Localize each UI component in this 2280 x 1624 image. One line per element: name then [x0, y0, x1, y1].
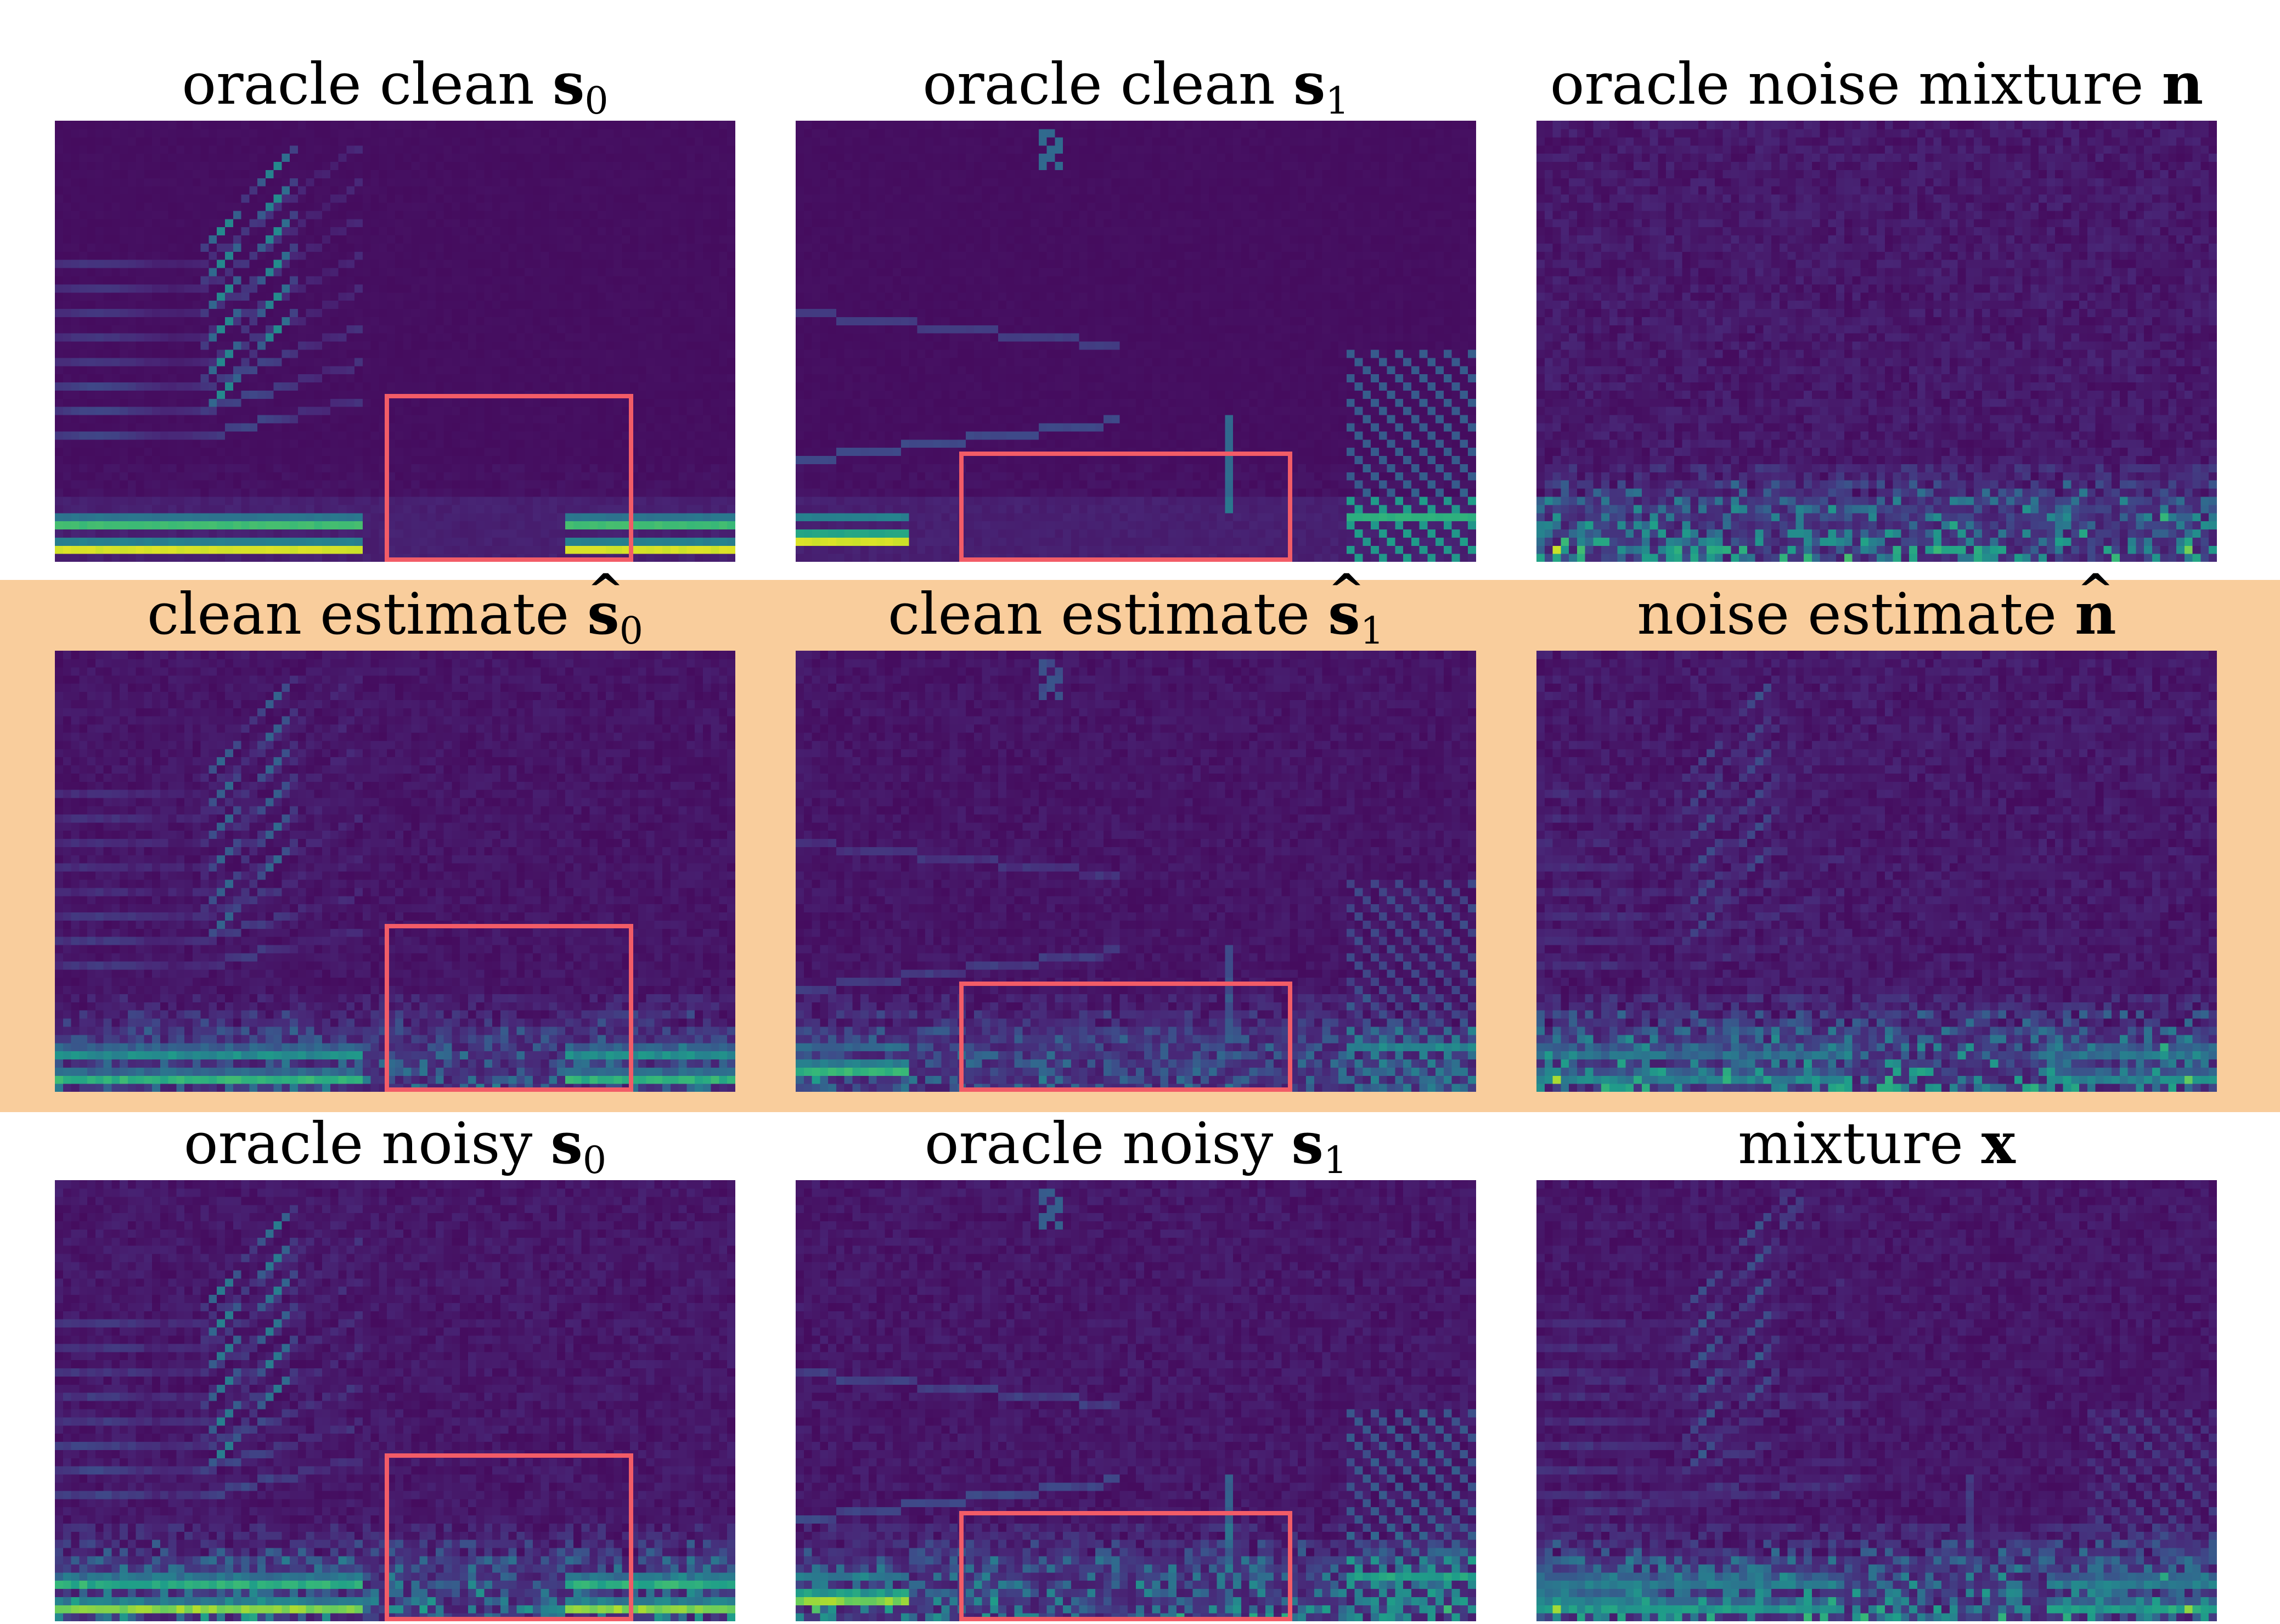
panel-symbol: s	[1328, 554, 1360, 650]
panel-label: oracle noisy	[184, 1110, 550, 1177]
panel-symbol: n	[2075, 554, 2116, 650]
region-of-interest-box	[959, 1511, 1293, 1621]
panel-label: mixture	[1738, 1110, 1981, 1177]
noise-estimate-n-title: noise estimate n	[1493, 554, 2261, 650]
region-of-interest-box	[959, 452, 1293, 562]
panel-symbol: s	[550, 1109, 583, 1177]
panel-symbol: s	[1293, 50, 1326, 117]
clean-estimate-s1-spectrogram	[796, 651, 1476, 1092]
panel-symbol: n	[2162, 50, 2204, 117]
oracle-clean-s0-spectrogram	[55, 121, 735, 562]
noise-estimate-n-spectrogram	[1536, 651, 2217, 1092]
region-of-interest-box	[959, 982, 1293, 1092]
clean-estimate-s1-title: clean estimate s1	[752, 554, 1520, 667]
panel-subscript: 0	[584, 80, 608, 123]
clean-estimate-s0-title: clean estimate s0	[11, 554, 779, 667]
panel-symbol: s	[1291, 1109, 1324, 1177]
region-of-interest-box	[385, 394, 633, 562]
mixture-x-title: mixture x	[1493, 1108, 2261, 1179]
oracle-clean-s1-spectrogram	[796, 121, 1476, 562]
panel-subscript: 1	[1325, 80, 1349, 123]
panel-label: oracle noise mixture	[1550, 50, 2162, 117]
panel-label: oracle noisy	[925, 1110, 1291, 1177]
panel-label: oracle clean	[182, 50, 553, 117]
panel-subscript: 1	[1324, 1139, 1347, 1182]
panel-subscript: 1	[1360, 610, 1384, 653]
oracle-noisy-s1-spectrogram	[796, 1180, 1476, 1621]
oracle-noise-mixture-n-title: oracle noise mixture n	[1493, 48, 2261, 120]
panel-label: clean estimate	[888, 580, 1328, 647]
oracle-noisy-s1-title: oracle noisy s1	[752, 1108, 1520, 1197]
panel-subscript: 0	[620, 610, 643, 653]
oracle-clean-s1-title: oracle clean s1	[752, 48, 1520, 137]
oracle-noisy-s0-spectrogram	[55, 1180, 735, 1621]
mixture-x-spectrogram	[1536, 1180, 2217, 1621]
oracle-noisy-s0-title: oracle noisy s0	[11, 1108, 779, 1197]
region-of-interest-box	[385, 1453, 633, 1621]
panel-symbol: s	[553, 50, 585, 117]
panel-subscript: 0	[583, 1139, 606, 1182]
panel-symbol: s	[587, 554, 620, 650]
panel-label: clean estimate	[147, 580, 587, 647]
oracle-clean-s0-title: oracle clean s0	[11, 48, 779, 137]
panel-symbol: x	[1981, 1109, 2016, 1177]
panel-label: oracle clean	[922, 50, 1293, 117]
oracle-noise-mixture-n-spectrogram	[1536, 121, 2217, 562]
panel-label: noise estimate	[1637, 580, 2075, 647]
region-of-interest-box	[385, 924, 633, 1092]
